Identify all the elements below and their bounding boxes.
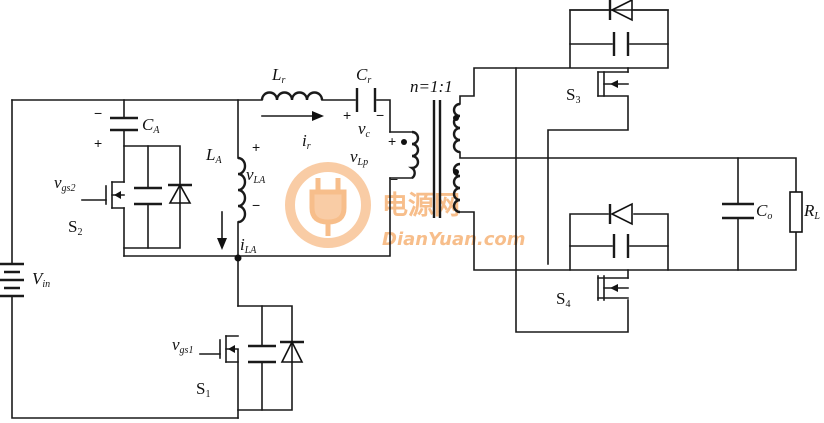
watermark-plug-body	[309, 178, 347, 236]
capacitor-bottom	[612, 234, 630, 258]
cr-plus: +	[343, 107, 351, 123]
diode-top	[608, 0, 633, 22]
inductor-la	[237, 156, 247, 224]
cr-minus: −	[376, 107, 384, 123]
lp-minus: −	[390, 171, 398, 187]
label-rl: RL	[803, 201, 820, 222]
label-la: LA	[205, 145, 222, 166]
resistor-rl	[789, 191, 803, 233]
diode-bottom	[608, 202, 633, 226]
label-ca: CA	[142, 115, 160, 136]
capacitor-co	[722, 202, 754, 220]
battery-vin	[0, 262, 24, 298]
watermark-cn: 电源网	[382, 191, 460, 221]
inductor-lr	[260, 91, 324, 101]
current-arrow-ila	[217, 211, 227, 250]
label-co: Co	[756, 201, 772, 222]
secondary-wires	[459, 9, 797, 333]
lp-plus: +	[388, 133, 396, 149]
current-arrow-ir	[261, 111, 324, 121]
transformer	[401, 100, 461, 218]
ca-minus: −	[94, 105, 102, 121]
la-minus: −	[252, 197, 260, 213]
label-vgs1: vgs1	[172, 335, 193, 356]
watermark: 电源网 DianYuan.com	[285, 162, 526, 250]
label-s1: S1	[196, 379, 210, 400]
label-vgs2: vgs2	[54, 173, 75, 194]
mosfet-s2	[81, 145, 192, 249]
label-vlp: vLp	[350, 147, 368, 168]
label-s4: S4	[556, 289, 570, 310]
label-s2: S2	[68, 217, 82, 238]
capacitor-ca	[110, 116, 138, 132]
mosfet-s3	[597, 71, 629, 97]
capacitor-cr	[355, 88, 377, 112]
watermark-en: DianYuan.com	[382, 229, 526, 250]
label-s3: S3	[566, 85, 580, 106]
watermark-plug-icon	[285, 162, 371, 248]
la-plus: +	[252, 139, 260, 155]
label-lr: Lr	[271, 65, 285, 86]
label-vin: Vin	[32, 269, 50, 290]
label-cr: Cr	[356, 65, 371, 86]
label-vla: vLA	[246, 165, 266, 186]
ca-plus: +	[94, 135, 102, 151]
label-ir: ir	[302, 131, 311, 152]
label-vc: vc	[358, 119, 371, 140]
junction-dot	[234, 254, 242, 262]
capacitor-top	[612, 32, 630, 56]
label-ila: iLA	[240, 235, 257, 256]
label-ratio: n=1:1	[410, 77, 453, 96]
mosfet-s4	[597, 275, 629, 301]
mosfet-s1	[199, 305, 304, 411]
